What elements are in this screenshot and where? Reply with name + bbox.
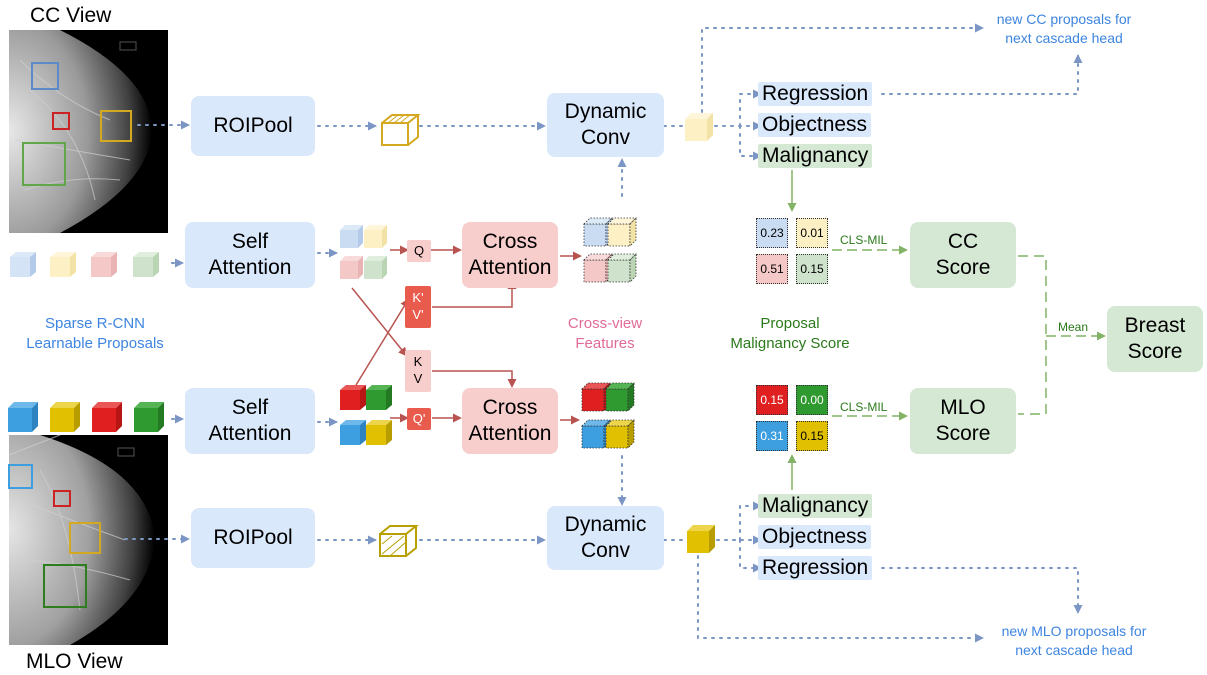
- mlo-score-cell-blue: 0.31: [756, 421, 788, 451]
- cross-attention-cc-block: Cross Attention: [462, 222, 558, 288]
- cc-cross-view-feature-cubes: [583, 217, 637, 283]
- mlo-roi-blue: [8, 464, 33, 489]
- learnable-proposals-note: Sparse R-CNN Learnable Proposals: [26, 315, 164, 353]
- cc-roi-red: [52, 112, 70, 130]
- new-cc-proposals-note: new CC proposals for next cascade head: [996, 11, 1132, 46]
- cc-score-block: CC Score: [910, 222, 1016, 288]
- cross-view-features-note: Cross-view Features: [567, 315, 643, 353]
- cc-view-title: CC View: [30, 4, 112, 27]
- mean-label: Mean: [1056, 320, 1091, 334]
- cc-roi-feature-cube: [381, 114, 421, 146]
- key-value-prime-token: K' V': [405, 286, 431, 328]
- self-attention-cc-block: Self Attention: [185, 222, 315, 288]
- cc-dynamic-conv-output-cube: [685, 113, 713, 141]
- cc-roi-yellow: [100, 110, 132, 142]
- dynamic-conv-cc-block: Dynamic Conv: [547, 93, 664, 157]
- mlo-cross-view-feature-cubes: [581, 382, 635, 449]
- mlo-head-regression: Regression: [758, 556, 873, 580]
- mlo-dynamic-conv-output-cube: [687, 525, 715, 553]
- mlo-score-cell-red: 0.15: [756, 385, 788, 415]
- self-attention-mlo-block: Self Attention: [185, 388, 315, 454]
- cross-attention-mlo-block: Cross Attention: [462, 388, 558, 454]
- new-mlo-proposals-note: new MLO proposals for next cascade head: [1001, 623, 1147, 658]
- mlo-self-attention-output-cubes: [340, 385, 392, 445]
- key-value-token: K V: [405, 350, 431, 392]
- roipool-cc-block: ROIPool: [191, 96, 315, 156]
- cls-mil-cc-label: CLS-MIL: [838, 233, 890, 247]
- mlo-view-title: MLO View: [26, 650, 123, 673]
- mlo-roi-red: [53, 490, 71, 507]
- mlo-head-malignancy: Malignancy: [758, 494, 873, 518]
- mlo-roi-feature-cube: [379, 525, 419, 557]
- cc-score-cell-yellow: 0.01: [796, 218, 828, 248]
- dynamic-conv-mlo-block: Dynamic Conv: [547, 506, 664, 570]
- mlo-score-block: MLO Score: [910, 388, 1016, 454]
- cc-score-cell-green: 0.15: [796, 254, 828, 284]
- cc-head-malignancy: Malignancy: [758, 144, 873, 168]
- cc-score-cell-red: 0.51: [756, 254, 788, 284]
- cc-self-attention-output-cubes: [340, 225, 387, 279]
- cc-head-objectness: Objectness: [758, 113, 872, 137]
- cls-mil-mlo-label: CLS-MIL: [838, 400, 890, 414]
- learnable-proposal-cubes: [8, 252, 164, 432]
- mlo-roi-yellow: [69, 522, 101, 554]
- blue-flow-arrows: [124, 23, 1083, 643]
- cc-mammogram-image: [9, 30, 168, 233]
- mlo-score-cell-yellow: 0.15: [796, 421, 828, 451]
- query-cc-token: Q: [407, 240, 431, 262]
- red-attention-arrows: [351, 245, 582, 425]
- mlo-score-cell-green: 0.00: [796, 385, 828, 415]
- roipool-mlo-block: ROIPool: [191, 508, 315, 568]
- proposal-malignancy-score-note: Proposal Malignancy Score: [730, 315, 850, 353]
- breast-score-block: Breast Score: [1107, 306, 1203, 372]
- mlo-roi-green: [43, 564, 87, 608]
- mlo-head-objectness: Objectness: [758, 525, 872, 549]
- cc-roi-green: [22, 142, 66, 186]
- cc-roi-blue: [31, 62, 59, 90]
- query-prime-mlo-token: Q': [407, 408, 431, 430]
- green-score-arrows: [787, 170, 1106, 490]
- cc-head-regression: Regression: [758, 82, 873, 106]
- cc-score-cell-blue: 0.23: [756, 218, 788, 248]
